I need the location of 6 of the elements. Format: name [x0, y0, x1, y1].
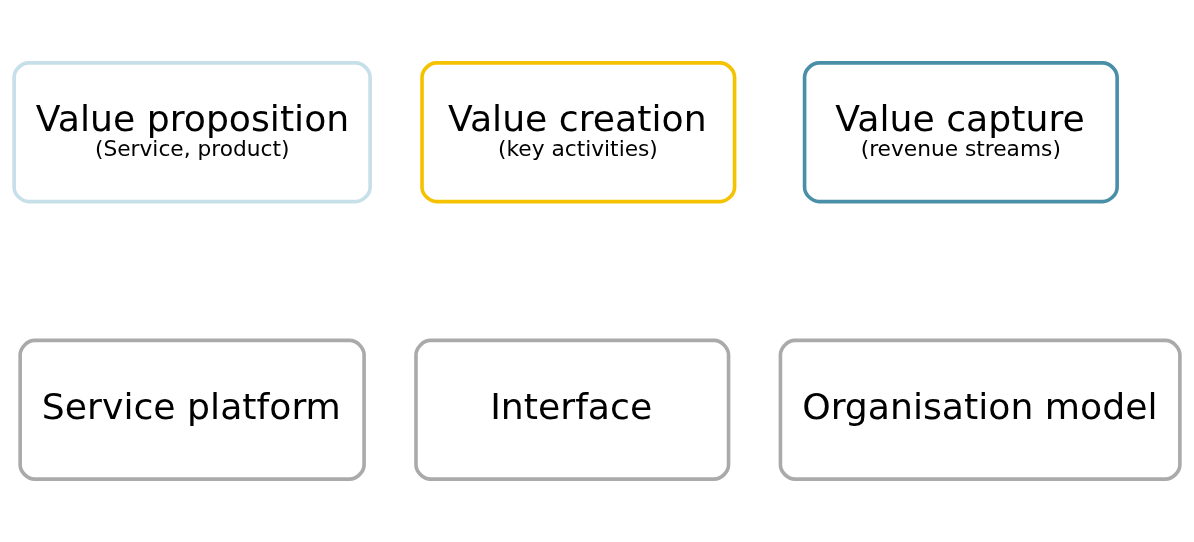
node-box: Value creation (key activities)	[420, 61, 737, 204]
node-box: Organisation model	[778, 338, 1182, 481]
node-box: Service platform	[18, 338, 366, 481]
node-box: Interface	[414, 338, 731, 481]
node-box: Value capture (revenue streams)	[802, 61, 1119, 204]
node-box: Value proposition (Service, product)	[12, 61, 372, 204]
